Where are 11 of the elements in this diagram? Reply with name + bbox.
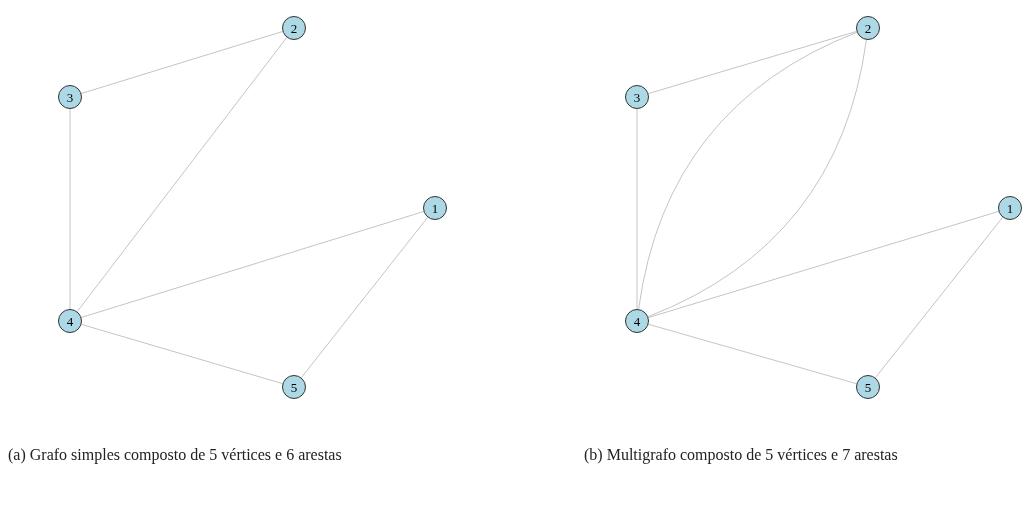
figure-caption: (b) Multigrafo composto de 5 vértices e 7 arestas	[584, 445, 899, 466]
edge-line	[648, 323, 857, 385]
edge-line	[648, 211, 999, 318]
edge-line	[81, 323, 283, 385]
edge-line	[874, 216, 1004, 379]
edge-line	[80, 31, 284, 94]
edge-line	[300, 216, 429, 379]
edge-line	[80, 211, 425, 318]
figure-caption: (a) Grafo simples composto de 5 vértices e 6 arestas	[8, 445, 343, 466]
edge-line	[76, 37, 288, 312]
edge-line	[648, 30, 857, 95]
